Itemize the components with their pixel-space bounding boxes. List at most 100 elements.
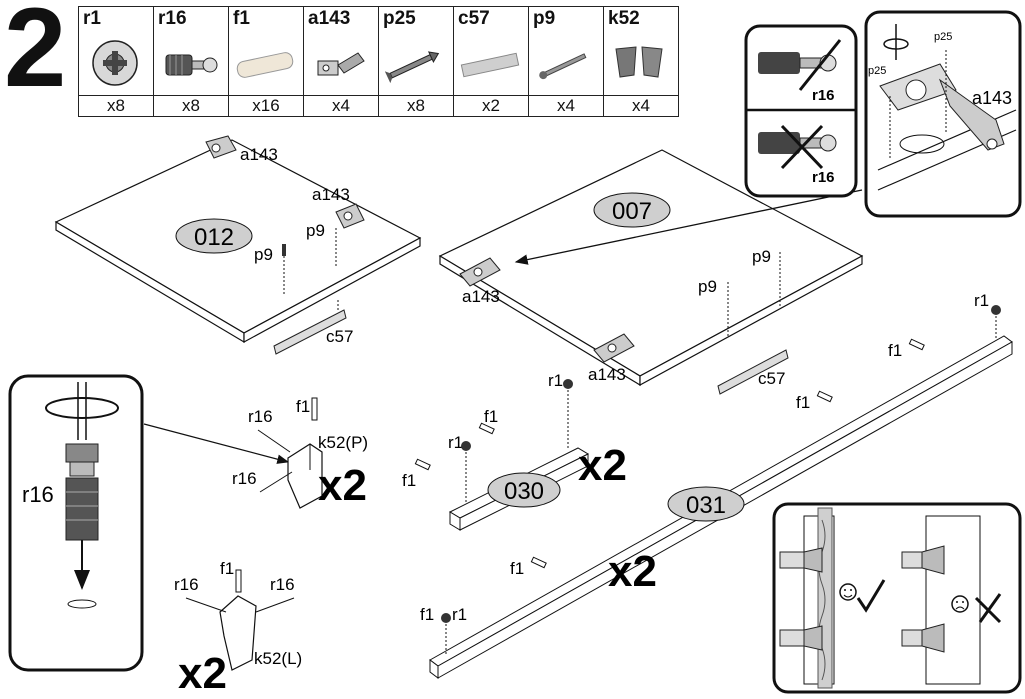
part-label-f1: f1: [510, 559, 524, 578]
part-label-r1: r1: [452, 605, 467, 624]
quantity-multiplier: x2: [608, 547, 657, 596]
part-qty: x4: [303, 95, 379, 117]
leg-k52-p: f1 k52(P) r16 r16 x2: [232, 397, 368, 510]
panel-badge: [175, 218, 253, 254]
board-007: 007 a143 a143 p9 p9 c57: [438, 149, 864, 395]
part-label-a143: a143: [240, 145, 278, 164]
part-label-p9: p9: [698, 277, 717, 296]
hinge-icon: [317, 52, 365, 76]
part-label-p9: p9: [306, 221, 325, 240]
smiley-check-icon: [839, 579, 886, 613]
part-label-f1: f1: [796, 393, 810, 412]
hinge-icon: [593, 333, 635, 363]
part-label-r16: r16: [248, 407, 273, 426]
dowel-icon: [414, 458, 431, 471]
rail-031: 031 r1 f1 f1 f1 f1 r1 x2: [420, 291, 1013, 679]
dowel-icon: [235, 569, 242, 593]
part-label-a143: a143: [312, 185, 350, 204]
parts-table: r1 r16 f1: [78, 6, 679, 117]
part-cell-p9: p9: [528, 6, 604, 96]
cam-lock-icon: [441, 613, 451, 623]
cam-lock-icon: [92, 40, 138, 86]
dowel-icon: [478, 422, 495, 435]
dowel-icon: [236, 52, 294, 78]
inset-hinge-detail: p25 p25 a143: [864, 10, 1022, 218]
part-label-p25: p25: [934, 31, 952, 43]
inset-bolt-orientation: r16 r16: [744, 24, 858, 198]
screwdriver-rotation-icon: [883, 24, 909, 60]
cam-lock-icon: [563, 379, 573, 389]
panel-badge: [487, 472, 561, 508]
part-label-p9: p9: [752, 247, 771, 266]
part-label-a143: a143: [972, 88, 1012, 108]
dowel-icon: [816, 390, 833, 403]
part-label-a143: a143: [462, 287, 500, 306]
panel-badge: [593, 192, 671, 228]
pointer-arrow: [143, 423, 290, 464]
part-label-f1: f1: [220, 559, 234, 578]
part-cell-k52: k52: [603, 6, 679, 96]
leg-block-icon: [615, 46, 663, 78]
part-code: a143: [308, 8, 351, 29]
rotation-arrow-icon: [45, 397, 119, 419]
cross-icon: [780, 124, 824, 170]
hinge-icon: [779, 547, 823, 573]
rail-030: 030 r1 r1 f1 f1 x2: [402, 371, 627, 531]
step-number: 2: [4, 0, 66, 110]
panel-id: 031: [686, 492, 726, 519]
hinge-icon: [901, 623, 945, 653]
part-label-a143: a143: [588, 365, 626, 384]
part-qty: x16: [228, 95, 304, 117]
rail-plate-icon: [273, 309, 347, 355]
frown-cross-icon: [951, 593, 1002, 624]
part-label-f1: f1: [402, 471, 416, 490]
part-label-r16: r16: [22, 482, 54, 507]
rail-plate-icon: [717, 349, 789, 395]
panel-badge: [667, 486, 745, 522]
dowel-icon: [908, 338, 925, 351]
part-label-c57: c57: [326, 327, 353, 346]
part-code: c57: [458, 8, 490, 29]
inset-r16-install: r16: [8, 374, 144, 672]
hinge-icon: [335, 203, 365, 229]
part-label-k52p: k52(P): [318, 433, 368, 452]
parts-qty-row: x8 x8 x16 x4 x8 x2 x4 x4: [78, 95, 679, 117]
part-label-r1: r1: [548, 371, 563, 390]
part-cell-p25: p25: [378, 6, 454, 96]
part-code: r16: [158, 8, 187, 29]
board-012: 012 a143 a143 p9 p9 c57: [54, 135, 422, 355]
part-code: k52: [608, 8, 640, 29]
pointer-arrow: [514, 189, 863, 265]
part-cell-a143: a143: [303, 6, 379, 96]
part-cell-r16: r16: [153, 6, 229, 96]
long-screw-icon: [539, 53, 587, 80]
quantity-multiplier: x2: [578, 441, 627, 490]
part-qty: x8: [78, 95, 154, 117]
dowel-icon: [530, 556, 547, 569]
part-label-c57: c57: [758, 369, 785, 388]
part-code: f1: [233, 8, 250, 29]
part-qty: x4: [528, 95, 604, 117]
part-cell-f1: f1: [228, 6, 304, 96]
hinge-icon: [779, 625, 823, 651]
hinge-icon: [459, 257, 501, 287]
part-qty: x8: [153, 95, 229, 117]
part-label-f1: f1: [888, 341, 902, 360]
dowel-icon: [311, 397, 318, 421]
part-cell-r1: r1: [78, 6, 154, 96]
screw-icon: [385, 51, 440, 84]
part-label-r16: r16: [270, 575, 295, 594]
screw-icon: [282, 244, 286, 256]
part-label-p9: p9: [254, 245, 273, 264]
quantity-multiplier: x2: [318, 461, 367, 510]
cam-bolt-icon: [65, 443, 99, 541]
part-label-k52l: k52(L): [254, 649, 302, 668]
part-code: p25: [383, 8, 416, 29]
rail-plate-icon: [460, 52, 520, 78]
part-qty: x8: [378, 95, 454, 117]
part-label-r16: r16: [232, 469, 257, 488]
part-label-r16: r16: [812, 87, 835, 104]
part-qty: x4: [603, 95, 679, 117]
cam-bolt-icon: [758, 124, 837, 170]
